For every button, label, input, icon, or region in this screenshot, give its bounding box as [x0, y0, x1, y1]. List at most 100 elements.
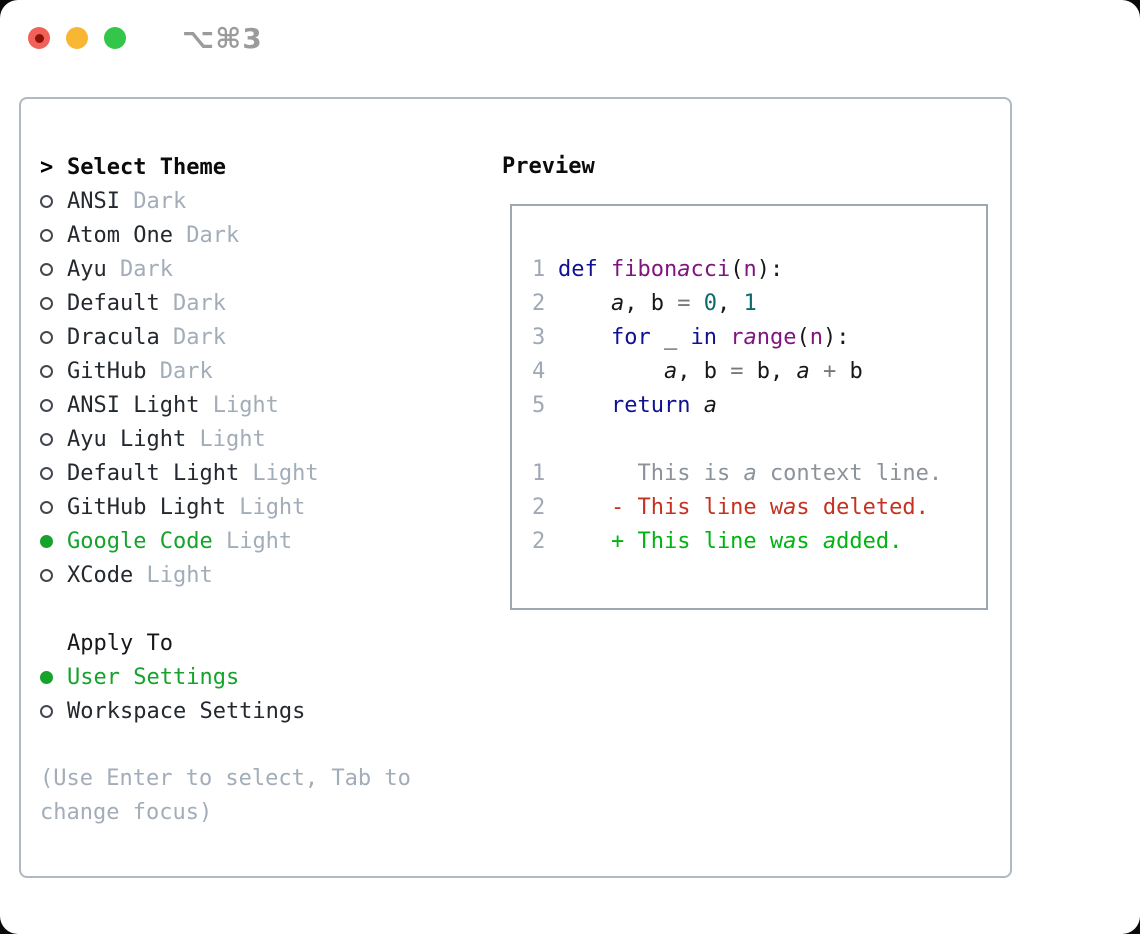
theme-item-label: Dracula — [67, 324, 160, 350]
theme-item-ayu[interactable]: Ayu Dark — [40, 252, 411, 286]
theme-item-google-code[interactable]: Google Code Light — [40, 524, 411, 558]
theme-variant: Dark — [159, 324, 226, 350]
radio-icon — [40, 194, 53, 208]
radio-icon — [40, 262, 53, 276]
close-button[interactable] — [28, 27, 50, 49]
line-number: 5 — [532, 393, 546, 418]
theme-item-label: XCode — [67, 562, 134, 588]
minimize-button[interactable] — [66, 27, 88, 49]
theme-item-label: GitHub — [67, 358, 147, 384]
theme-item-label: Default — [67, 290, 160, 316]
bullet-slot — [40, 228, 67, 242]
bullet-slot — [40, 500, 67, 514]
bullet-slot — [40, 398, 67, 412]
bullet-slot — [40, 568, 67, 582]
radio-selected-icon — [40, 670, 53, 684]
bullet-slot — [40, 364, 67, 378]
radio-icon — [40, 568, 53, 582]
preview-label: Preview — [502, 154, 595, 179]
radio-icon — [40, 330, 53, 344]
theme-variant: Dark — [146, 358, 213, 384]
theme-variant: Light — [225, 494, 306, 520]
theme-variant: Light — [239, 460, 319, 486]
apply-option-workspace-settings[interactable]: Workspace Settings — [40, 694, 411, 728]
line-number: 4 — [532, 359, 546, 384]
zoom-button[interactable] — [104, 27, 126, 49]
code-line: 2 - This line was deleted. — [532, 491, 986, 525]
code-line: 4 a, b = b, a + b — [532, 355, 986, 389]
bullet-slot — [40, 262, 67, 276]
bullet-slot — [40, 704, 67, 718]
theme-item-label: Ayu — [67, 256, 107, 282]
theme-item-ansi-light[interactable]: ANSI Light Light — [40, 388, 411, 422]
theme-item-default-light[interactable]: Default Light Light — [40, 456, 411, 490]
theme-variant: Light — [212, 528, 293, 554]
theme-item-github[interactable]: GitHub Dark — [40, 354, 411, 388]
theme-item-atom-one[interactable]: Atom One Dark — [40, 218, 411, 252]
focus-cursor-icon: > — [40, 154, 54, 180]
bullet-slot — [40, 194, 67, 208]
apply-to-header: Apply To — [40, 626, 411, 660]
theme-item-xcode[interactable]: XCode Light — [40, 558, 411, 592]
radio-icon — [40, 228, 53, 242]
spacer — [40, 728, 411, 762]
bullet-slot — [40, 534, 67, 548]
theme-item-label: ANSI Light — [67, 392, 200, 418]
radio-icon — [40, 364, 53, 378]
code-line: 3 for _ in range(n): — [532, 321, 986, 355]
theme-item-ansi[interactable]: ANSI Dark — [40, 184, 411, 218]
hint-line-2: change focus) — [40, 800, 213, 825]
theme-item-ayu-light[interactable]: Ayu Light Light — [40, 422, 411, 456]
theme-item-dracula[interactable]: Dracula Dark — [40, 320, 411, 354]
theme-variant: Light — [186, 426, 266, 452]
theme-item-label: Ayu Light — [67, 426, 187, 452]
radio-icon — [40, 398, 53, 412]
theme-item-github-light[interactable]: GitHub Light Light — [40, 490, 411, 524]
hint-line-1: (Use Enter to select, Tab to — [40, 766, 411, 791]
radio-icon — [40, 704, 53, 718]
theme-item-label: GitHub Light — [67, 494, 226, 520]
line-number: 2 — [532, 291, 546, 316]
bullet-slot — [40, 466, 67, 480]
bullet-slot — [40, 432, 67, 446]
code-line: 2 a, b = 0, 1 — [532, 287, 986, 321]
theme-variant: Dark — [106, 256, 173, 282]
apply-to-label: Apply To — [67, 630, 173, 656]
radio-icon — [40, 432, 53, 446]
line-number: 1 — [532, 461, 546, 486]
radio-icon — [40, 500, 53, 514]
radio-icon — [40, 296, 53, 310]
radio-selected-icon — [40, 534, 53, 548]
spacer — [40, 592, 411, 626]
theme-item-label: Atom One — [67, 222, 173, 248]
theme-variant: Dark — [159, 290, 226, 316]
theme-item-default[interactable]: Default Dark — [40, 286, 411, 320]
theme-item-label: Default Light — [67, 460, 240, 486]
bullet-slot — [40, 296, 67, 310]
window-title: ⌥⌘3 — [182, 21, 263, 55]
titlebar: ⌥⌘3 — [0, 0, 1140, 76]
line-number: 1 — [532, 257, 546, 282]
apply-option-label: User Settings — [67, 664, 240, 690]
bullet-slot — [40, 670, 67, 684]
apply-option-user-settings[interactable]: User Settings — [40, 660, 411, 694]
radio-icon — [40, 466, 53, 480]
line-number: 2 — [532, 495, 546, 520]
theme-item-label: ANSI — [67, 188, 120, 214]
apply-option-label: Workspace Settings — [67, 698, 306, 724]
line-number: 2 — [532, 529, 546, 554]
select-theme-label: Select Theme — [67, 154, 226, 180]
theme-item-label: Google Code — [67, 528, 213, 554]
theme-variant: Light — [199, 392, 279, 418]
theme-variant: Dark — [172, 222, 240, 248]
code-line: 1 This is a context line. — [532, 457, 986, 491]
bullet-slot — [40, 330, 67, 344]
code-line: 5 return a — [532, 389, 986, 423]
code-line: 2 + This line was added. — [532, 525, 986, 559]
